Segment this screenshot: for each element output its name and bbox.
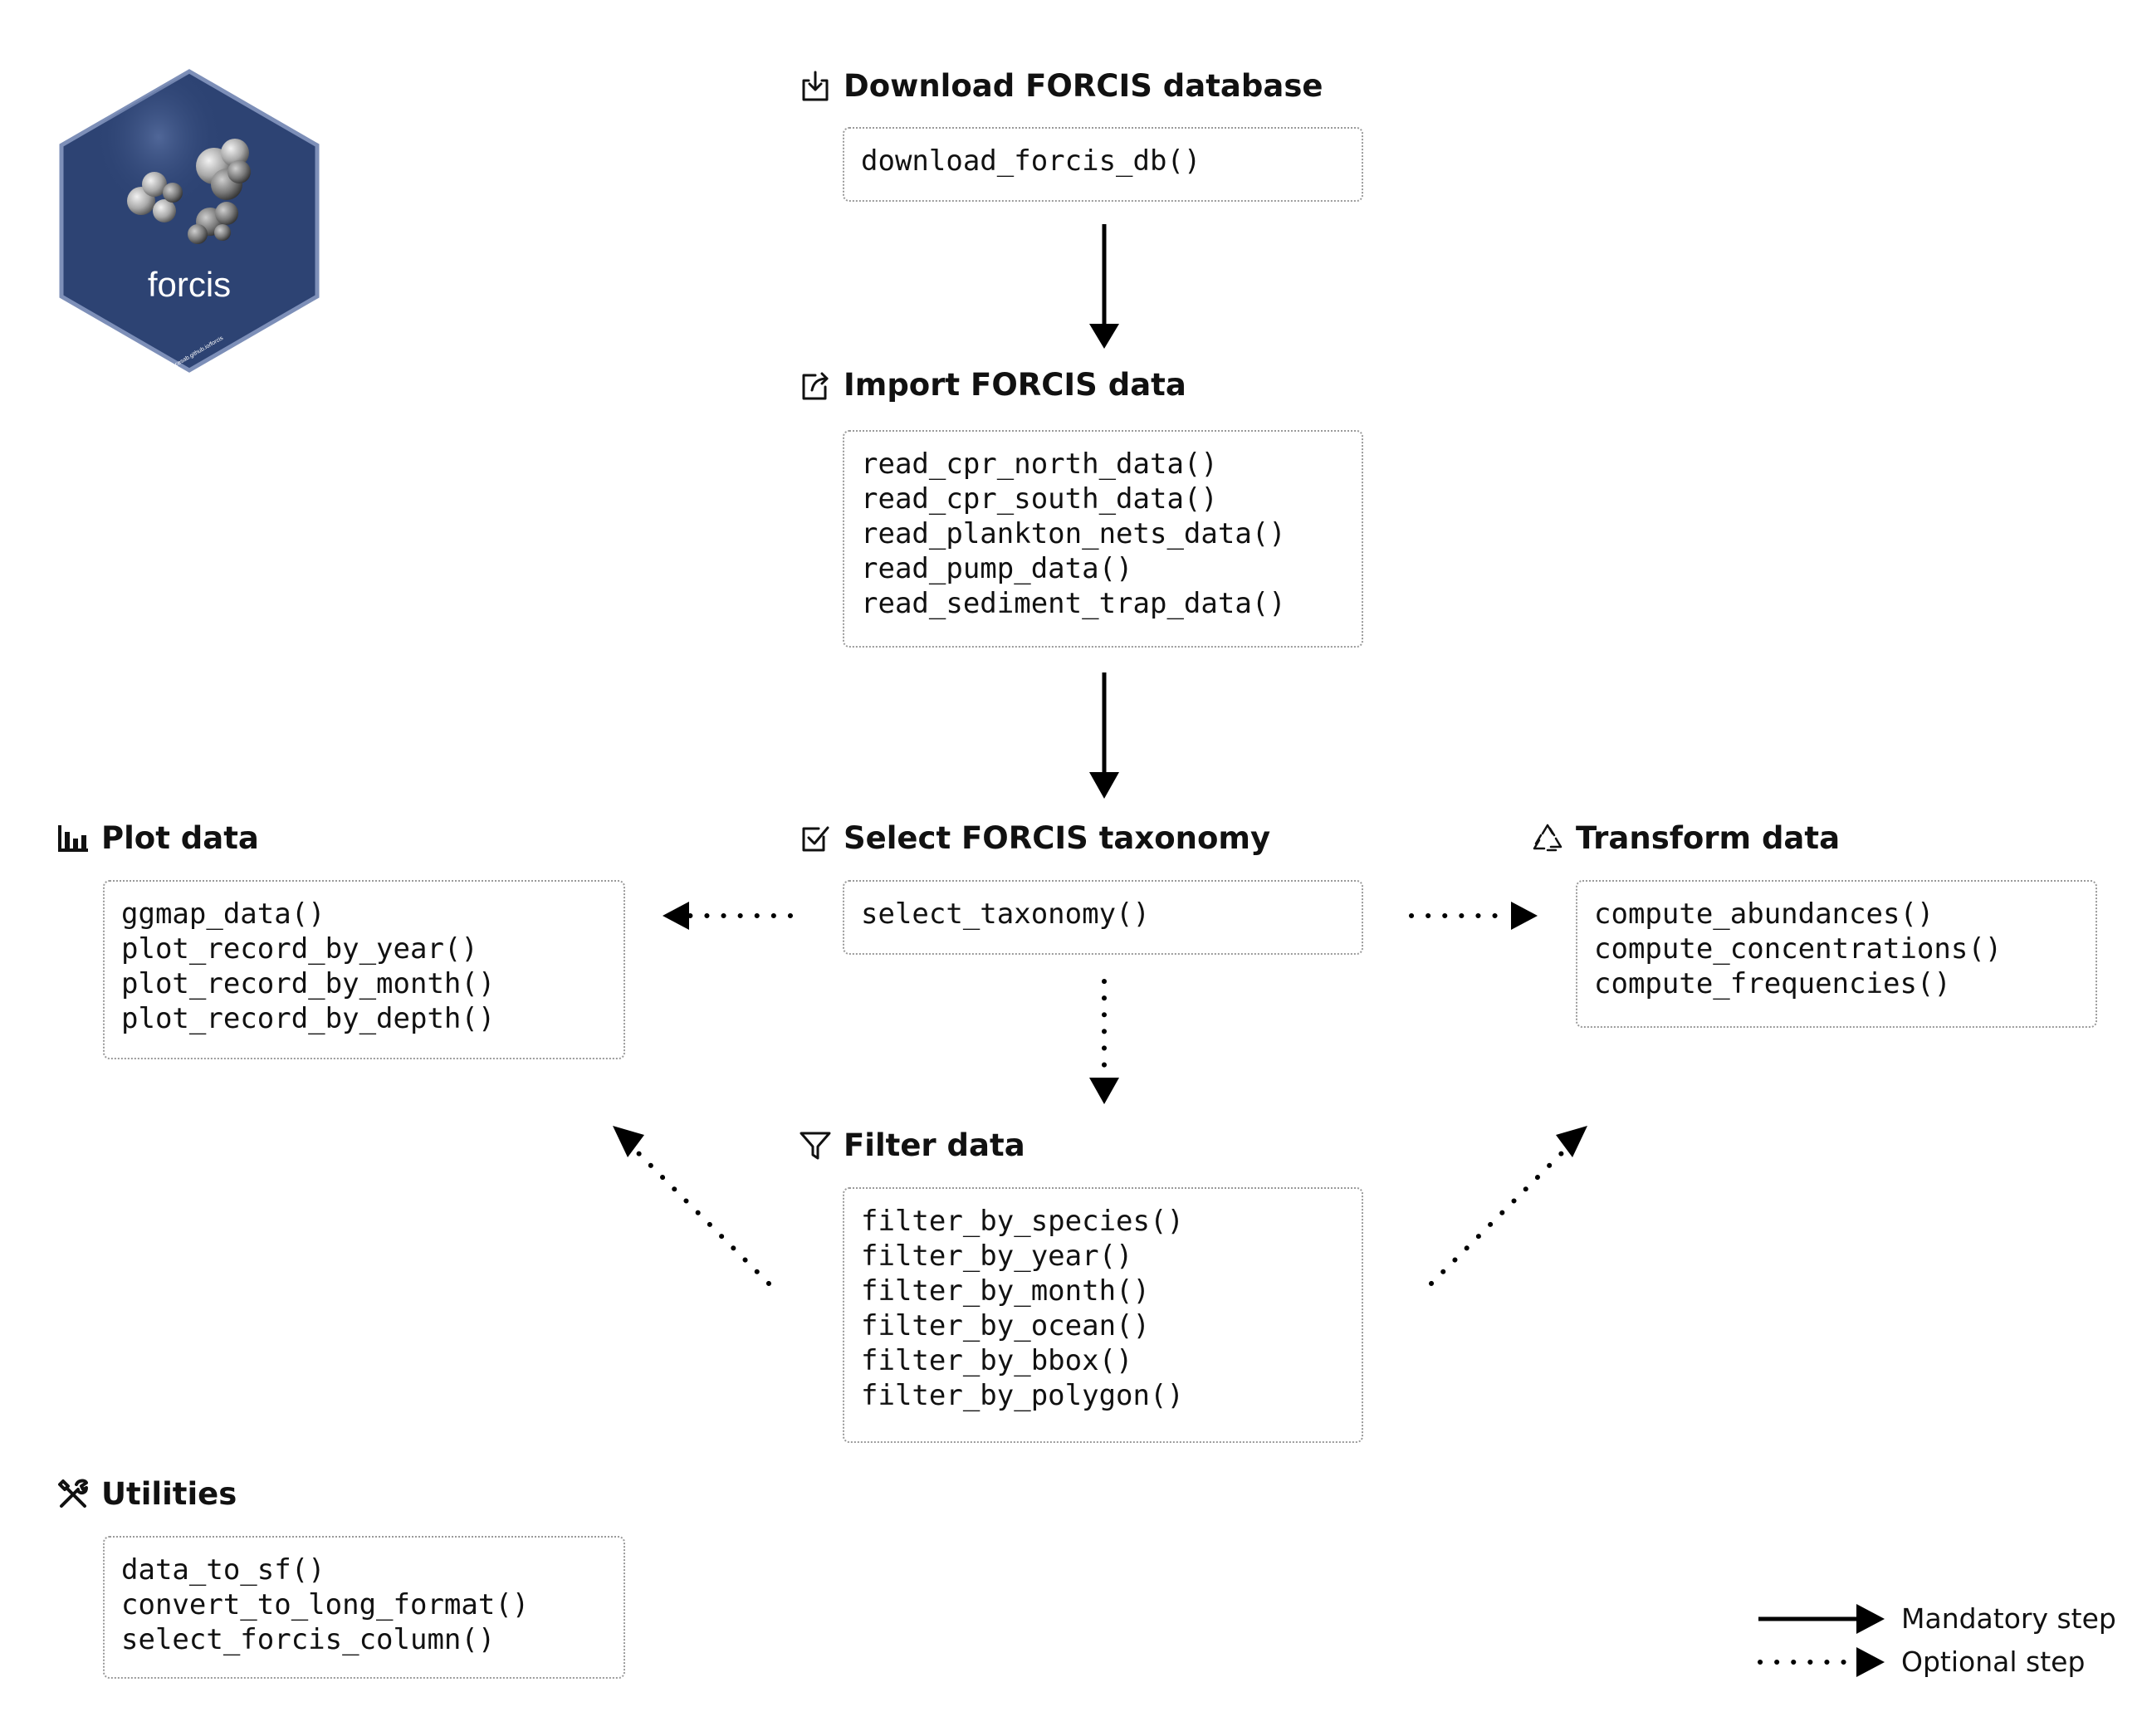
arrow-filter-to-plot bbox=[613, 1126, 771, 1286]
function-filter-by-polygon: filter_by_polygon() bbox=[861, 1379, 1184, 1412]
legend-mandatory-line bbox=[1758, 1604, 1885, 1634]
section-title-import: Import FORCIS data bbox=[799, 367, 1186, 403]
arrow-filter-to-transform bbox=[1429, 1126, 1587, 1286]
code-box-filter: filter_by_species() filter_by_year() fil… bbox=[843, 1187, 1363, 1443]
arrow-select-to-transform bbox=[1409, 902, 1538, 930]
legend-optional-line bbox=[1758, 1647, 1885, 1677]
function-filter-by-species: filter_by_species() bbox=[861, 1205, 1184, 1238]
legend-mandatory-label: Mandatory step bbox=[1901, 1602, 2116, 1635]
function-select-forcis-column: select_forcis_column() bbox=[121, 1623, 496, 1656]
tools-icon bbox=[56, 1478, 90, 1511]
function-compute-concentrations: compute_concentrations() bbox=[1594, 932, 2003, 966]
arrow-download-to-import bbox=[1089, 224, 1119, 349]
function-filter-by-year: filter_by_year() bbox=[861, 1240, 1133, 1273]
function-plot-record-by-depth: plot_record_by_depth() bbox=[121, 1002, 496, 1035]
function-filter-by-month: filter_by_month() bbox=[861, 1274, 1150, 1308]
function-read-cpr-south-data: read_cpr_south_data() bbox=[861, 482, 1218, 516]
recycle-icon bbox=[1531, 822, 1564, 855]
function-compute-abundances: compute_abundances() bbox=[1594, 897, 1934, 931]
download-icon bbox=[799, 70, 832, 103]
checkbox-icon bbox=[799, 822, 832, 855]
function-plot-record-by-year: plot_record_by_year() bbox=[121, 932, 478, 966]
foraminifera-image bbox=[127, 139, 251, 244]
section-title-transform: Transform data bbox=[1531, 820, 1840, 856]
code-box-download: download_forcis_db() bbox=[843, 127, 1363, 202]
filter-icon bbox=[799, 1129, 832, 1162]
function-data-to-sf: data_to_sf() bbox=[121, 1553, 325, 1587]
function-convert-to-long-format: convert_to_long_format() bbox=[121, 1588, 530, 1621]
function-select-taxonomy: select_taxonomy() bbox=[861, 897, 1150, 931]
arrow-select-to-filter bbox=[1089, 979, 1119, 1104]
code-box-select: select_taxonomy() bbox=[843, 880, 1363, 955]
section-title-text: Select FORCIS taxonomy bbox=[844, 820, 1271, 856]
function-read-pump-data: read_pump_data() bbox=[861, 552, 1133, 585]
arrow-import-to-select bbox=[1089, 672, 1119, 799]
section-title-text: Download FORCIS database bbox=[844, 68, 1323, 104]
code-box-import: read_cpr_north_data() read_cpr_south_dat… bbox=[843, 430, 1363, 648]
code-box-utilities: data_to_sf() convert_to_long_format() se… bbox=[103, 1536, 625, 1679]
bar-chart-icon bbox=[56, 822, 90, 855]
function-read-cpr-north-data: read_cpr_north_data() bbox=[861, 447, 1218, 481]
code-box-transform: compute_abundances() compute_concentrati… bbox=[1576, 880, 2097, 1028]
section-title-text: Plot data bbox=[101, 820, 259, 856]
section-title-text: Import FORCIS data bbox=[844, 367, 1186, 403]
section-title-select: Select FORCIS taxonomy bbox=[799, 820, 1270, 856]
section-title-plot: Plot data bbox=[56, 820, 259, 856]
logo-name: forcis bbox=[148, 265, 231, 304]
function-read-plankton-nets-data: read_plankton_nets_data() bbox=[861, 517, 1286, 550]
function-ggmap-data: ggmap_data() bbox=[121, 897, 325, 931]
section-title-text: Utilities bbox=[101, 1476, 237, 1512]
code-box-plot: ggmap_data() plot_record_by_year() plot_… bbox=[103, 880, 625, 1059]
section-title-text: Filter data bbox=[844, 1127, 1025, 1163]
forcis-logo: forcis https://frbcesab.github.io/forcis bbox=[56, 68, 322, 379]
arrow-select-to-plot bbox=[663, 902, 793, 930]
section-title-utilities: Utilities bbox=[56, 1476, 237, 1512]
function-plot-record-by-month: plot_record_by_month() bbox=[121, 967, 496, 1000]
function-filter-by-bbox: filter_by_bbox() bbox=[861, 1344, 1133, 1377]
function-download-forcis-db: download_forcis_db() bbox=[861, 144, 1201, 178]
import-icon bbox=[799, 369, 832, 402]
legend-optional-label: Optional step bbox=[1901, 1646, 2086, 1678]
section-title-download: Download FORCIS database bbox=[799, 68, 1323, 104]
section-title-filter: Filter data bbox=[799, 1127, 1025, 1163]
section-title-text: Transform data bbox=[1576, 820, 1841, 856]
function-read-sediment-trap-data: read_sediment_trap_data() bbox=[861, 587, 1286, 620]
function-filter-by-ocean: filter_by_ocean() bbox=[861, 1309, 1150, 1342]
function-compute-frequencies: compute_frequencies() bbox=[1594, 967, 1951, 1000]
